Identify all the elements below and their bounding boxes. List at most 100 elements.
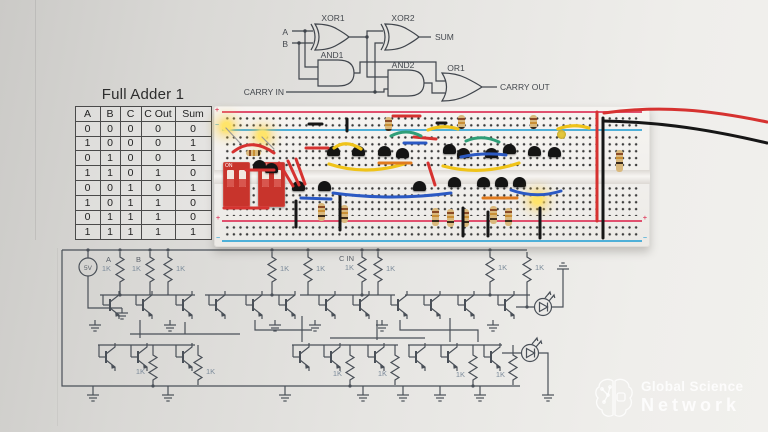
table-header-cell: A xyxy=(74,106,101,122)
transistor xyxy=(503,144,516,154)
table-cell: 1 xyxy=(99,224,121,241)
led-indicator xyxy=(222,122,231,131)
resistor xyxy=(341,205,348,223)
truth-table-title: Full Adder 1 xyxy=(101,86,185,103)
transistor xyxy=(352,146,365,156)
resistor-value: 1K xyxy=(345,263,354,272)
table-cell: 1 xyxy=(99,150,121,167)
table-cell: 1 xyxy=(119,209,142,226)
input-b-label: B xyxy=(282,39,288,49)
table-cell: 1 xyxy=(74,165,101,181)
gate-label-or1: OR1 xyxy=(447,63,465,73)
transistor xyxy=(318,181,331,191)
carry-in-label: CARRY IN xyxy=(244,87,284,97)
resistor xyxy=(318,203,325,221)
table-cell: 1 xyxy=(140,165,176,181)
or1-gate xyxy=(440,72,484,102)
table-cell: 1 xyxy=(99,165,121,181)
table-cell: 1 xyxy=(74,224,101,241)
resistor-value: 1K xyxy=(496,370,505,379)
rail-plus-mark: + xyxy=(642,215,647,222)
breadboard-holes xyxy=(224,134,640,170)
resistor-value: 1K xyxy=(456,370,465,379)
breadboard-holes xyxy=(224,115,640,128)
transistor xyxy=(378,146,391,156)
resistor xyxy=(447,209,454,227)
watermark-text: Global Science Network xyxy=(641,379,743,416)
transistor xyxy=(513,177,526,187)
transistor xyxy=(485,148,498,158)
table-cell: 1 xyxy=(140,209,176,226)
table-cell: 0 xyxy=(140,179,176,196)
table-cell: 1 xyxy=(74,135,101,152)
led-indicator xyxy=(557,130,566,139)
gate-label-and2: AND2 xyxy=(392,60,415,70)
table-cell: 0 xyxy=(119,150,142,167)
dip-switch-slider xyxy=(239,170,246,187)
breadboard-photo: + − + − + − ON ON xyxy=(214,106,650,247)
table-cell: 0 xyxy=(74,120,101,137)
transistor xyxy=(477,177,490,187)
transistor xyxy=(548,147,561,157)
dip-switch-on-label: ON xyxy=(225,162,233,169)
resistor-value: 1K xyxy=(535,263,544,272)
transistor xyxy=(413,181,426,191)
table-cell: 0 xyxy=(119,135,142,152)
transistor xyxy=(495,177,508,187)
table-header-cell: Sum xyxy=(174,106,212,122)
paper-edge-line xyxy=(57,248,58,426)
power-rail-line xyxy=(222,129,642,131)
rail-plus-mark: + xyxy=(215,107,220,114)
schematic-carry-in: C IN xyxy=(339,254,354,263)
dip-switch: ON xyxy=(223,162,250,207)
table-cell: 0 xyxy=(140,135,176,152)
watermark-line2: Network xyxy=(641,394,741,415)
rail-plus-mark: + xyxy=(216,215,221,222)
table-cell: 0 xyxy=(119,165,142,181)
transistor xyxy=(448,177,461,187)
resistor xyxy=(432,208,439,226)
table-cell: 0 xyxy=(140,150,176,167)
transistor xyxy=(253,160,266,170)
xor1-gate xyxy=(310,23,350,51)
resistor-value: 1K xyxy=(176,264,185,273)
gate-label-and1: AND1 xyxy=(321,50,344,60)
rail-minus-mark: − xyxy=(642,235,647,242)
resistor xyxy=(458,115,465,129)
schematic-junction-dots xyxy=(86,248,529,388)
resistor xyxy=(490,206,497,224)
table-cell: 0 xyxy=(74,150,101,167)
transistor xyxy=(457,148,470,158)
transistor xyxy=(528,146,541,156)
resistor xyxy=(385,117,392,131)
xor2-gate xyxy=(380,23,420,51)
table-header-cell: B xyxy=(99,106,121,122)
resistor-value: 1K xyxy=(316,264,325,273)
table-cell: 1 xyxy=(140,194,176,211)
transistor xyxy=(265,163,278,173)
table-cell: 0 xyxy=(174,165,212,181)
schematic-led-2 xyxy=(502,337,555,402)
table-cell: 1 xyxy=(174,179,212,196)
resistor-value: 1K xyxy=(102,264,111,273)
dip-switch-slider xyxy=(227,170,234,187)
schematic-led-1 xyxy=(516,262,570,317)
carry-out-label: CARRY OUT xyxy=(500,82,550,92)
resistor-value: 1K xyxy=(378,369,387,378)
and2-gate xyxy=(387,69,425,97)
schematic-input-b: B xyxy=(136,255,141,264)
transistor xyxy=(327,146,340,156)
table-cell: 1 xyxy=(119,194,142,211)
table-cell: 1 xyxy=(174,224,212,241)
resistor-value: 1K xyxy=(136,367,145,376)
gate-label-xor2: XOR2 xyxy=(391,13,414,23)
table-header-cell: C Out xyxy=(140,106,176,122)
